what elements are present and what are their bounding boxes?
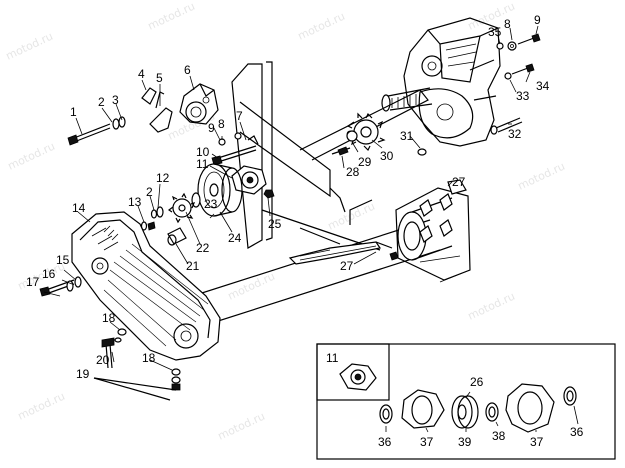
callout-4: 4	[138, 67, 145, 81]
callout-12: 12	[156, 171, 170, 185]
engine-gearbox	[381, 17, 501, 147]
callout-13: 13	[128, 195, 142, 209]
fasteners-33-34	[504, 63, 535, 80]
callout-39: 39	[458, 435, 472, 449]
callout-27b: 27	[340, 259, 354, 273]
svg-text:motod.ru: motod.ru	[516, 160, 567, 193]
callout-28: 28	[346, 165, 360, 179]
bolt-28	[331, 146, 351, 156]
callout-17: 17	[26, 275, 40, 289]
callout-37: 37	[420, 435, 434, 449]
callout-33: 33	[516, 89, 530, 103]
callout-11: 11	[196, 157, 209, 171]
callout-18: 18	[102, 311, 116, 325]
callout-32: 32	[508, 127, 522, 141]
nut-25	[263, 189, 275, 199]
callout-9b: 9	[534, 13, 541, 27]
callout-26: 26	[470, 375, 484, 389]
svg-text:motod.ru: motod.ru	[16, 390, 67, 423]
callout-8: 8	[218, 117, 225, 131]
callout-2b: 2	[146, 185, 153, 199]
callout-36b: 36	[570, 425, 584, 439]
skid-brace	[288, 241, 393, 265]
svg-text:motod.ru: motod.ru	[216, 410, 267, 443]
small-fasteners-12-13	[140, 206, 164, 231]
bolt-32	[490, 117, 523, 135]
callout-3: 3	[112, 93, 119, 107]
callout-16: 16	[42, 267, 56, 281]
callout-numbers: 1 2 3 4 5 6 7 8 9 10 11 12 2 13 14 15 16…	[26, 13, 584, 449]
callout-10: 10	[196, 145, 210, 159]
callout-22: 22	[196, 241, 210, 255]
callout-27: 27	[452, 175, 466, 189]
svg-text:motod.ru: motod.ru	[4, 30, 55, 63]
callout-30: 30	[380, 149, 394, 163]
callout-24: 24	[228, 231, 242, 245]
callout-35: 35	[488, 25, 502, 39]
callout-19: 19	[76, 367, 90, 381]
bearing-flange-11	[231, 165, 267, 195]
svg-text:motod.ru: motod.ru	[326, 200, 377, 233]
callout-1: 1	[70, 105, 77, 119]
callout-23: 23	[204, 197, 218, 211]
driven-pulley	[197, 163, 243, 217]
right-axle-housing	[389, 179, 471, 283]
tensioner-assembly	[67, 83, 219, 146]
chain-guard	[71, 211, 221, 361]
callout-11b: 11	[326, 351, 339, 365]
fasteners-15-17	[39, 276, 82, 297]
callout-38: 38	[492, 429, 506, 443]
callout-5: 5	[156, 71, 163, 85]
callout-8b: 8	[504, 17, 511, 31]
svg-text:motod.ru: motod.ru	[146, 0, 197, 33]
sprocket-22	[167, 192, 196, 224]
svg-text:motod.ru: motod.ru	[226, 270, 277, 303]
callout-36: 36	[378, 435, 392, 449]
callout-29: 29	[358, 155, 372, 169]
callout-9: 9	[208, 121, 215, 135]
fasteners-18-20	[93, 328, 181, 401]
callout-25: 25	[268, 217, 282, 231]
callout-37b: 37	[530, 435, 544, 449]
callout-34: 34	[536, 79, 550, 93]
callout-15: 15	[56, 253, 70, 267]
callout-31: 31	[400, 129, 414, 143]
callout-18b: 18	[142, 351, 156, 365]
leader-lines	[43, 25, 539, 371]
callout-14: 14	[72, 201, 86, 215]
fasteners-35-8-9	[496, 33, 541, 51]
nut-31	[417, 148, 427, 156]
callout-2: 2	[98, 95, 105, 109]
svg-text:motod.ru: motod.ru	[466, 290, 517, 323]
callout-7: 7	[236, 109, 243, 123]
drive-sprocket	[346, 112, 386, 152]
svg-text:motod.ru: motod.ru	[296, 10, 347, 43]
callout-6: 6	[184, 63, 191, 77]
callout-21: 21	[186, 259, 200, 273]
bearing-detail-inset	[316, 343, 616, 460]
svg-text:motod.ru: motod.ru	[6, 140, 57, 173]
callout-20: 20	[96, 353, 110, 367]
spacer-21	[167, 227, 187, 246]
